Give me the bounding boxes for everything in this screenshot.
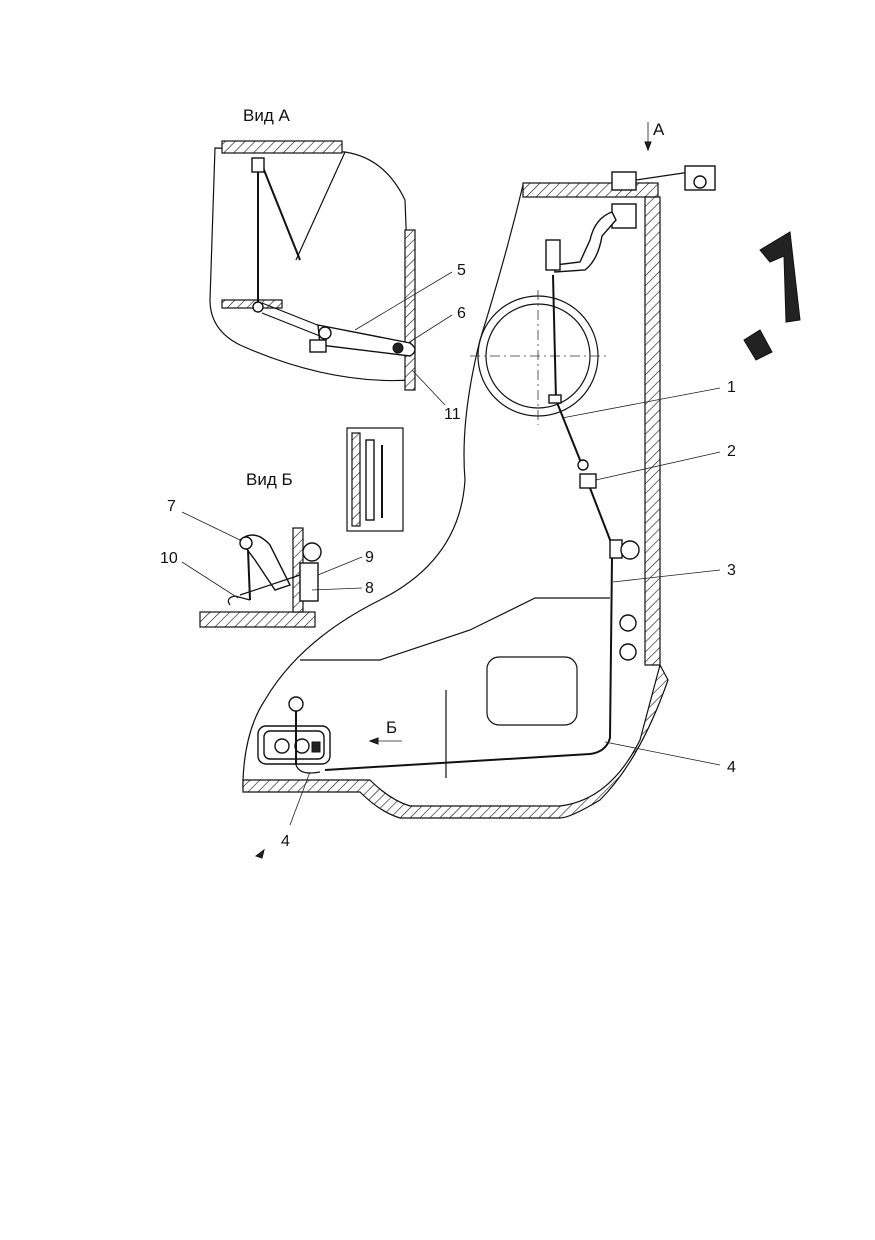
leader-2 <box>595 451 721 481</box>
arrow-b-label: Б <box>386 718 397 737</box>
pedal-top-eye <box>288 696 304 712</box>
leader-1 <box>561 387 721 419</box>
wall-pulley <box>620 540 640 560</box>
access-panel <box>486 656 578 726</box>
leader-3 <box>612 569 721 583</box>
leader-10 <box>181 561 239 599</box>
view-a-detail: Вид А 5 6 11 <box>209 106 466 423</box>
lever-pivot <box>318 326 332 340</box>
crank-bracket <box>611 203 637 229</box>
view-a-frame <box>209 147 413 382</box>
callout-11: 11 <box>444 406 461 423</box>
bracket-8 <box>299 562 319 602</box>
crank-arm <box>554 211 617 273</box>
view-a-top-wall <box>221 140 343 154</box>
view-b-detail: Вид Б 7 10 9 8 <box>160 427 404 628</box>
callout-3: 3 <box>727 562 736 579</box>
lever-5 <box>317 324 416 357</box>
view-a-side-wall <box>404 229 416 391</box>
top-bracket <box>611 171 637 191</box>
callout-10: 10 <box>160 550 178 567</box>
pedal-gear-right <box>294 738 310 754</box>
callout-9: 9 <box>365 549 374 566</box>
callout-8: 8 <box>365 580 374 597</box>
pedal-cable-bend <box>295 764 321 774</box>
view-a-top-bracket <box>251 157 265 173</box>
turnbuckle <box>577 459 589 471</box>
edge-mark-top <box>759 231 801 323</box>
cable-clamp <box>545 239 561 271</box>
clamp-2 <box>579 473 597 489</box>
callout-4-right: 4 <box>727 759 736 776</box>
rod-3 <box>609 557 613 739</box>
lever-bracket <box>309 339 327 353</box>
callout-1: 1 <box>727 379 736 396</box>
roller-9 <box>302 542 322 562</box>
arrow-b-head <box>368 737 379 745</box>
wall-bracket <box>609 539 623 559</box>
view-b-base <box>199 611 316 628</box>
spring-10 <box>239 574 301 596</box>
cable-2 <box>589 487 613 546</box>
inset-wall <box>351 432 361 527</box>
inset-rail <box>365 439 375 521</box>
leader-4-bottom <box>289 771 311 826</box>
lever-bolt-6 <box>392 342 404 354</box>
edge-mark-bottom <box>743 329 773 361</box>
arrow-a-label: А <box>653 120 665 139</box>
view-a-title: Вид А <box>243 106 290 125</box>
top-handle-bolt <box>693 175 707 189</box>
wall-bolt-upper <box>619 614 637 632</box>
main-view: А <box>242 120 736 850</box>
callout-2: 2 <box>727 443 736 460</box>
pedal-pivot <box>239 536 253 550</box>
arrow-a-head <box>644 141 652 152</box>
view-b-inset <box>346 427 404 532</box>
view-a-floor <box>221 299 283 309</box>
callout-6: 6 <box>457 305 466 322</box>
pedal-nut <box>311 741 321 753</box>
hook <box>227 595 251 606</box>
cable-4 <box>324 737 611 771</box>
floor-wall <box>242 663 669 819</box>
leader-4-right <box>604 741 721 766</box>
corner-mark <box>254 848 265 859</box>
leader-7 <box>181 511 241 541</box>
right-wall <box>644 196 661 666</box>
leader-6 <box>407 314 453 344</box>
view-a-edge <box>295 151 346 261</box>
callout-7: 7 <box>167 498 176 515</box>
view-b-title: Вид Б <box>246 470 293 489</box>
leader-8 <box>311 587 363 591</box>
wall-bolt-lower <box>619 643 637 661</box>
callout-4-bottom: 4 <box>281 833 290 850</box>
view-a-pivot <box>252 301 264 313</box>
roof-wall <box>522 182 659 198</box>
interior-edge <box>300 597 610 661</box>
leader-5 <box>354 271 453 331</box>
view-a-diagonal-rod <box>261 164 301 261</box>
callout-5: 5 <box>457 262 466 279</box>
leader-11 <box>411 369 446 406</box>
body-outline-left <box>242 184 524 790</box>
pedal-gear-left <box>274 738 290 754</box>
cable-sleeve <box>548 394 562 404</box>
top-rod <box>635 171 691 181</box>
leader-9 <box>317 556 363 576</box>
